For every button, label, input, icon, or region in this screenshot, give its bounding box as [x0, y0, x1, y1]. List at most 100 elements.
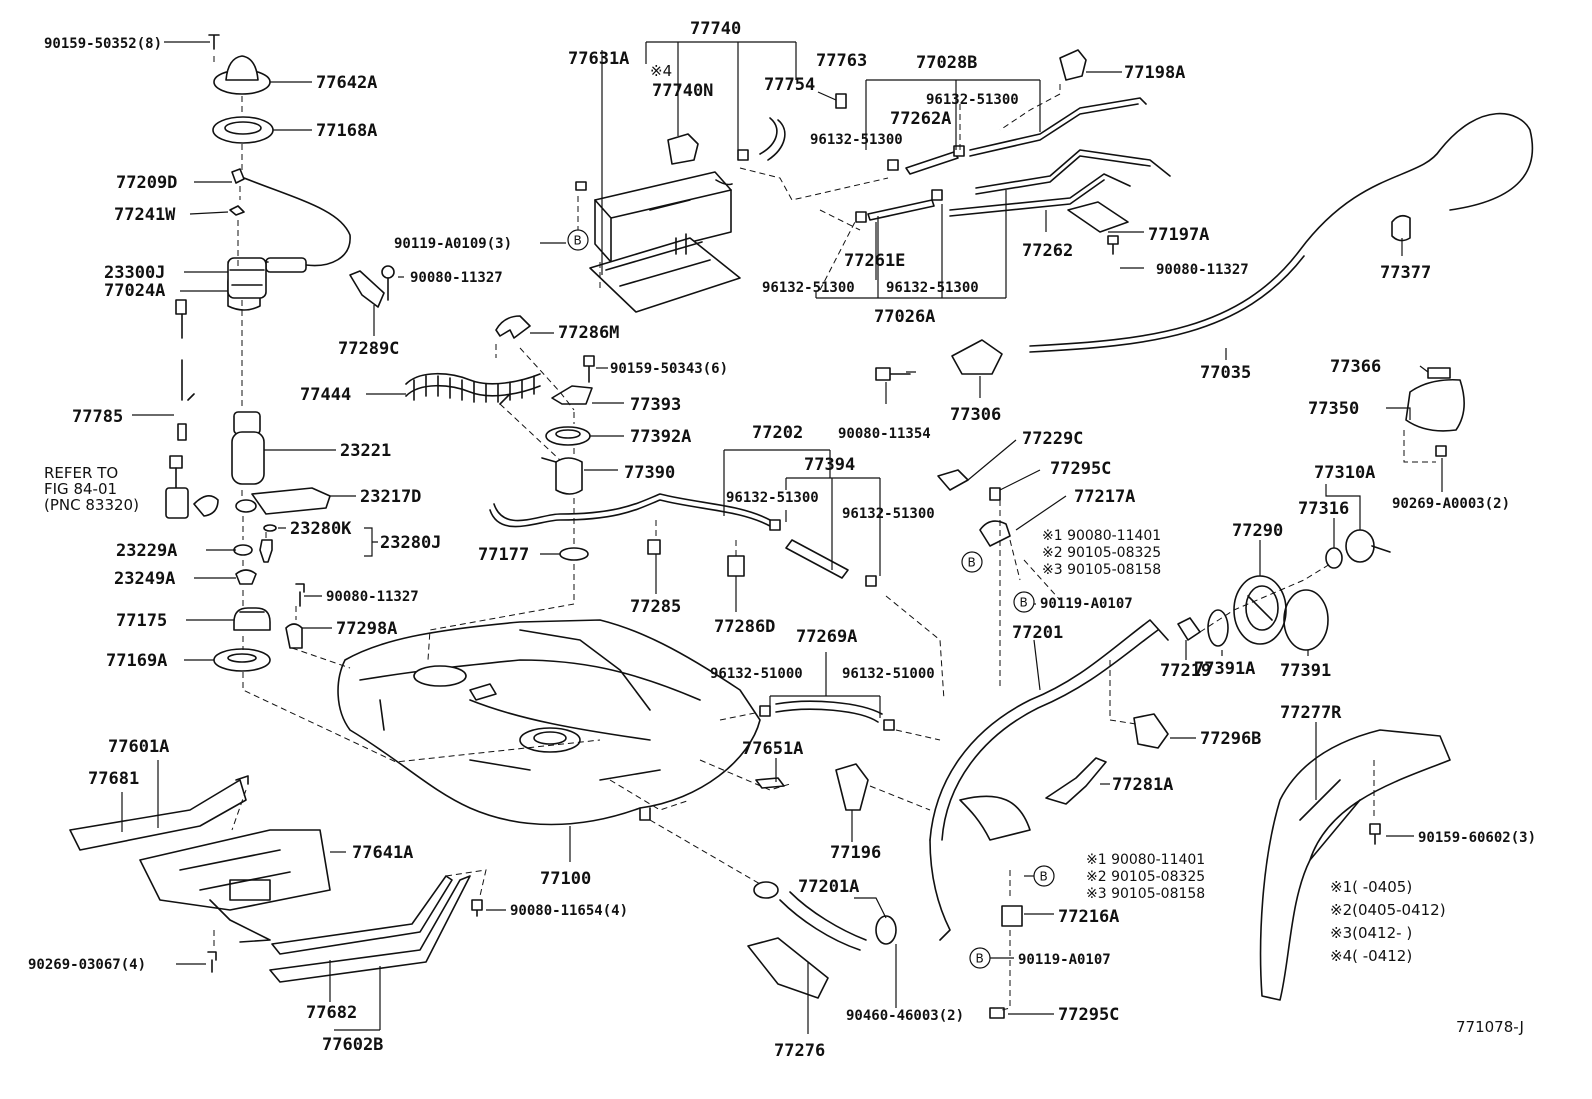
b-marker — [969, 947, 991, 969]
label-77390: 77390 — [624, 463, 675, 483]
label-77642A: 77642A — [316, 73, 377, 93]
label-77289C: 77289C — [338, 339, 399, 359]
figure-code: 771078-J — [1456, 1018, 1524, 1036]
label-77202: 77202 — [752, 423, 803, 443]
label-77290: 77290 — [1232, 521, 1283, 541]
label-77100: 77100 — [540, 869, 591, 889]
label-77035: 77035 — [1200, 363, 1251, 383]
label-77393: 77393 — [630, 395, 681, 415]
label-77262: 77262 — [1022, 241, 1073, 261]
label-77763: 77763 — [816, 51, 867, 71]
label-77241W: 77241W — [114, 205, 176, 225]
tank-protector-and-bands — [69, 775, 483, 983]
label-96132-51300-d: 96132-51300 — [810, 132, 903, 148]
key-4: ※4( -0412) — [1330, 947, 1412, 965]
label-77295C-a: 77295C — [1050, 459, 1111, 479]
label-96132-51300-e: 96132-51300 — [762, 280, 855, 296]
key-3: ※3(0412- ) — [1330, 924, 1412, 942]
b-marker-text: B — [574, 234, 582, 248]
b-marker — [567, 229, 589, 251]
label-77201: 77201 — [1012, 623, 1063, 643]
b-marker-text: B — [1040, 870, 1048, 884]
b-marker-text: B — [968, 556, 976, 570]
label-77306: 77306 — [950, 405, 1001, 425]
label-77261E: 77261E — [844, 251, 905, 271]
label-77295C-b: 77295C — [1058, 1005, 1119, 1025]
label-90080-11354: 90080-11354 — [838, 426, 931, 442]
dashed-assembly-lines — [213, 56, 1436, 1011]
label-90159-50352: 90159-50352(8) — [44, 36, 162, 52]
label-23249A: 23249A — [114, 569, 175, 589]
label-77177: 77177 — [478, 545, 529, 565]
label-77276: 77276 — [774, 1041, 825, 1061]
label-77175: 77175 — [116, 611, 167, 631]
label-77028B: 77028B — [916, 53, 977, 73]
label-77197A: 77197A — [1148, 225, 1209, 245]
note-2-a: ※2 90105-08325 — [1042, 545, 1161, 561]
key-2: ※2(0405-0412) — [1330, 901, 1446, 919]
part-number-labels: 90159-50352(8) 77642A 77168A 77209D 7724… — [28, 19, 1536, 1061]
label-96132-51300-a: 96132-51300 — [726, 490, 819, 506]
fuel-pump-assembly-stack — [165, 34, 395, 672]
label-90080-11327-b: 90080-11327 — [326, 589, 419, 605]
label-90159-50343: 90159-50343(6) — [610, 361, 728, 377]
label-90159-60602: 90159-60602(3) — [1418, 830, 1536, 846]
label-90080-11654: 90080-11654(4) — [510, 903, 628, 919]
fuel-lines-and-brackets — [855, 49, 1534, 381]
b-marker — [1033, 865, 1055, 887]
label-77216A: 77216A — [1058, 907, 1119, 927]
label-77641A: 77641A — [352, 843, 413, 863]
note-3-a: ※3 90105-08158 — [1042, 562, 1161, 578]
label-77651A: 77651A — [742, 739, 803, 759]
label-77277R: 77277R — [1280, 703, 1342, 723]
label-77444: 77444 — [300, 385, 351, 405]
note-1-b: ※1 90080-11401 — [1086, 852, 1205, 868]
label-90269-03067: 90269-03067(4) — [28, 957, 146, 973]
label-note-4: ※4 — [650, 62, 672, 80]
b-marker — [961, 551, 983, 573]
b-marker-text: B — [976, 952, 984, 966]
label-77682: 77682 — [306, 1003, 357, 1023]
label-23221: 23221 — [340, 441, 391, 461]
label-77681: 77681 — [88, 769, 139, 789]
label-77316: 77316 — [1298, 499, 1349, 519]
label-77740N: 77740N — [652, 81, 713, 101]
label-77391A: 77391A — [1194, 659, 1255, 679]
label-23280K: 23280K — [290, 519, 352, 539]
label-96132-51000-b: 96132-51000 — [842, 666, 935, 682]
label-77350: 77350 — [1308, 399, 1359, 419]
filler-pipe-assembly — [747, 367, 1465, 1019]
label-77785: 77785 — [72, 407, 123, 427]
label-90269-A0003: 90269-A0003(2) — [1392, 496, 1510, 512]
label-77024A: 77024A — [104, 281, 165, 301]
label-96132-51300-b: 96132-51300 — [842, 506, 935, 522]
label-23229A: 23229A — [116, 541, 177, 561]
label-23217D: 23217D — [360, 487, 421, 507]
charcoal-canister — [575, 93, 847, 313]
label-77394: 77394 — [804, 455, 855, 475]
label-77201A: 77201A — [798, 877, 859, 897]
label-96132-51300-c: 96132-51300 — [926, 92, 1019, 108]
label-77196: 77196 — [830, 843, 881, 863]
label-77285: 77285 — [630, 597, 681, 617]
label-77631A: 77631A — [568, 49, 629, 69]
fuel-tank — [337, 619, 761, 826]
label-77198A: 77198A — [1124, 63, 1185, 83]
refer-note-line3: (PNC 83320) — [44, 496, 139, 514]
label-77286M: 77286M — [558, 323, 619, 343]
label-90460-46003: 90460-46003(2) — [846, 1008, 964, 1024]
label-77601A: 77601A — [108, 737, 169, 757]
b-marker — [1013, 591, 1035, 613]
label-77168A: 77168A — [316, 121, 377, 141]
label-77262A: 77262A — [890, 109, 951, 129]
label-77269A: 77269A — [796, 627, 857, 647]
connector-b-markers: B B B B B — [567, 229, 1055, 969]
label-23280J: 23280J — [380, 533, 441, 553]
label-77209D: 77209D — [116, 173, 177, 193]
label-77740: 77740 — [690, 19, 741, 39]
label-23300J-visible: 23300J — [104, 263, 165, 283]
label-77217A: 77217A — [1074, 487, 1135, 507]
label-77169A: 77169A — [106, 651, 167, 671]
label-77602B: 77602B — [322, 1035, 383, 1055]
